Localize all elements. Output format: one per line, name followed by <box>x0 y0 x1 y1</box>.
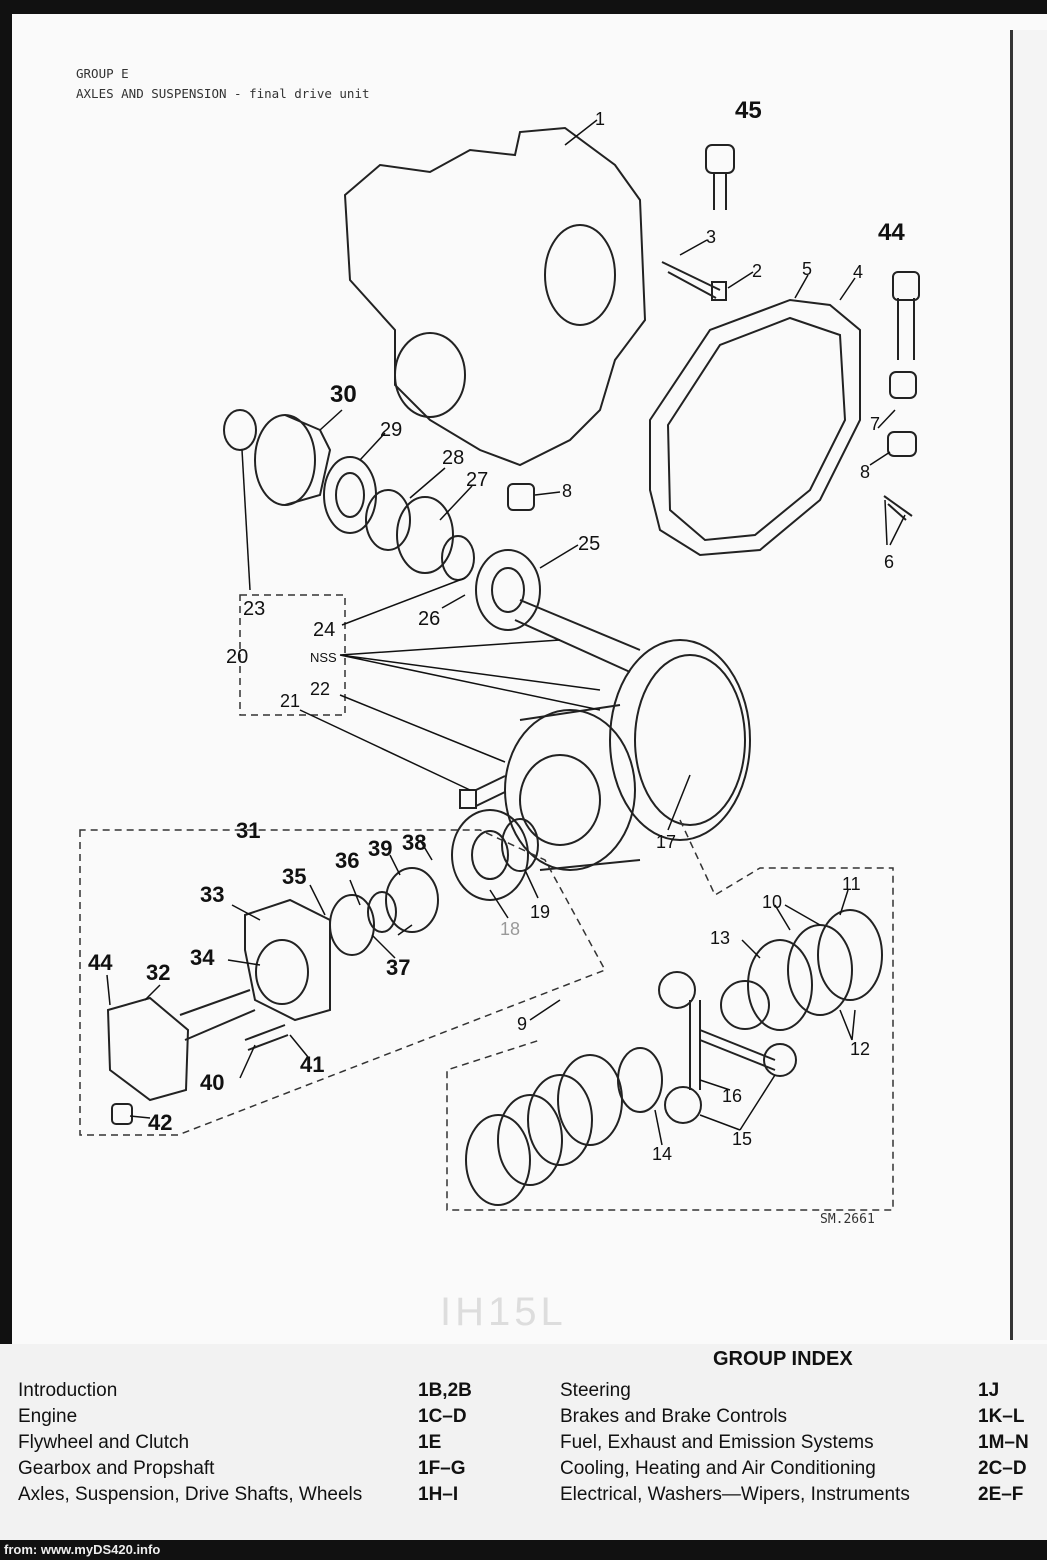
callout-32: 32 <box>146 960 170 985</box>
callout-31: 31 <box>236 818 260 843</box>
adjacent-page-edge <box>1010 30 1047 1340</box>
callout-11: 11 <box>842 874 861 894</box>
callout-4: 4 <box>853 262 863 282</box>
callout-16: 16 <box>722 1086 742 1106</box>
callout-15: 15 <box>732 1129 752 1149</box>
handwritten-smudge: IH15L <box>440 1290 567 1334</box>
callout-26: 26 <box>418 608 440 630</box>
callout-18: 18 <box>500 919 520 939</box>
group-label: GROUP E <box>76 66 129 81</box>
callout-3: 3 <box>706 227 716 247</box>
callout-8: 8 <box>562 481 572 501</box>
callout-44: 44 <box>878 219 905 246</box>
callout-35: 35 <box>282 864 306 889</box>
housing-shape <box>343 126 647 467</box>
callout-28: 28 <box>442 447 464 469</box>
callout-21: 21 <box>280 691 300 711</box>
callout-14: 14 <box>652 1144 672 1164</box>
callout-8-top: 8 <box>860 462 870 482</box>
callout-44-left: 44 <box>88 950 113 975</box>
manual-page <box>12 14 1047 1344</box>
section-title: AXLES AND SUSPENSION - final drive unit <box>76 86 370 101</box>
callout-39: 39 <box>368 836 392 861</box>
group-index-title: GROUP INDEX <box>713 1348 853 1370</box>
callout-20: 20 <box>226 646 248 668</box>
callout-2: 2 <box>752 261 762 281</box>
housing-bore <box>394 332 466 418</box>
exploded-diagram: 1 2 3 4 5 6 7 8 8 9 10 11 12 12 13 14 15… <box>79 97 920 1211</box>
nss-label: NSS <box>310 650 337 665</box>
callout-33: 33 <box>200 882 224 907</box>
callout-40: 40 <box>200 1070 224 1095</box>
housing-bore-2 <box>544 224 616 326</box>
callout-19: 19 <box>530 902 550 922</box>
callout-10: 10 <box>762 892 782 912</box>
callout-37: 37 <box>386 955 410 980</box>
callout-27: 27 <box>466 469 488 491</box>
callout-36: 36 <box>335 848 359 873</box>
callout-30: 30 <box>330 381 357 408</box>
callout-25: 25 <box>578 533 600 555</box>
callout-1: 1 <box>595 109 605 129</box>
cover-plate-shape <box>649 298 861 557</box>
callout-41: 41 <box>300 1052 324 1077</box>
callout-22: 22 <box>310 679 330 699</box>
callout-29: 29 <box>380 419 402 441</box>
callout-6: 6 <box>884 552 894 572</box>
callout-34: 34 <box>190 945 215 970</box>
source-footer: from: www.myDS420.info <box>0 1540 1047 1560</box>
page-header: GROUP E AXLES AND SUSPENSION - final dri… <box>76 64 370 104</box>
callout-5: 5 <box>802 259 812 279</box>
callout-12: 12 <box>850 1039 870 1059</box>
drawing-reference: SM.2661 <box>820 1212 875 1227</box>
callout-12-b: 12 <box>850 1039 870 1059</box>
callout-24: 24 <box>313 619 335 641</box>
callout-38: 38 <box>402 830 426 855</box>
callout-23: 23 <box>243 598 265 620</box>
callout-17: 17 <box>656 832 676 852</box>
callout-45: 45 <box>735 97 762 124</box>
callout-7: 7 <box>870 414 880 434</box>
callout-13: 13 <box>710 928 730 948</box>
callout-42: 42 <box>148 1110 172 1135</box>
callout-9: 9 <box>517 1014 527 1034</box>
